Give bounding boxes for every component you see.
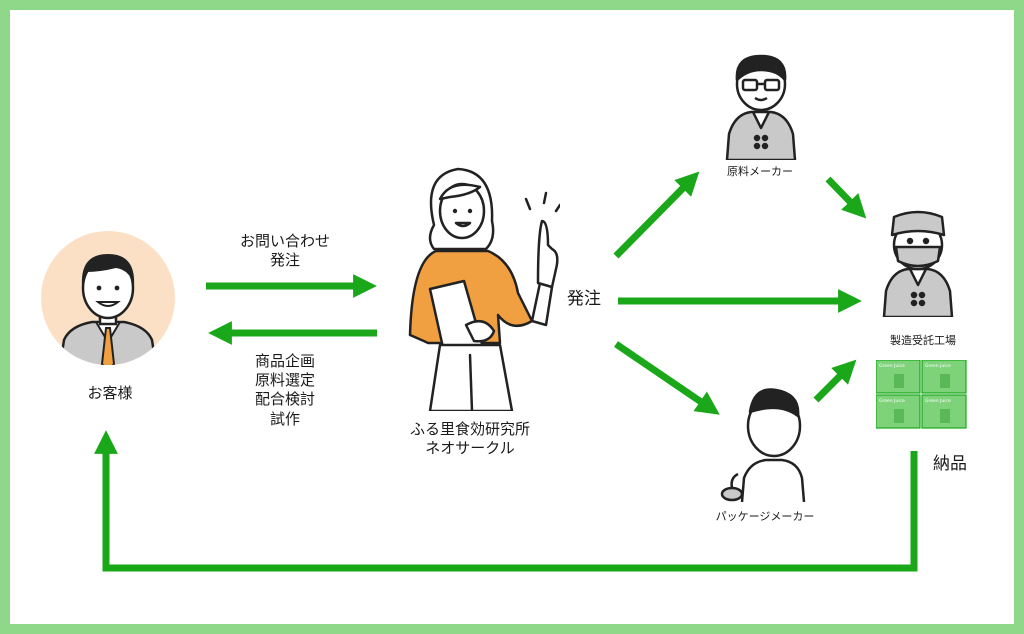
customer-label: お客様	[87, 384, 133, 402]
factory-worker-figure	[882, 210, 954, 317]
inquiry-label-line2: 発注	[269, 251, 300, 270]
lab-staff-figure	[408, 167, 560, 411]
arrow-lab-to-package-maker	[614, 341, 720, 415]
lab-label: ふる里食効研究所 ネオサークル	[380, 420, 560, 458]
inquiry-label: お問い合わせ 発注	[210, 232, 360, 270]
factory-label: 製造受託工場	[890, 334, 956, 347]
flow-arrows	[94, 171, 918, 572]
services-list: 商品企画 原料選定 配合検討 試作	[240, 352, 330, 429]
package-maker-figure	[720, 388, 806, 502]
arrow-package-maker-to-factory	[813, 359, 857, 403]
services-item: 試作	[269, 409, 300, 428]
lab-label-line2: ネオサークル	[425, 439, 515, 458]
package-maker-label: パッケージメーカー	[715, 510, 815, 523]
services-item: 原料選定	[254, 371, 315, 390]
raw-maker-label: 原料メーカー	[727, 165, 793, 178]
services-item: 商品企画	[254, 352, 315, 370]
customer-avatar	[41, 231, 175, 365]
arrow-lab-to-raw-maker	[613, 171, 700, 259]
services-item: 配合検討	[254, 390, 315, 409]
arrow-raw-maker-to-factory	[825, 176, 867, 219]
raw-maker-figure	[725, 54, 797, 160]
order-label: 発注	[567, 289, 601, 309]
product-box-label: Green Juice	[925, 398, 951, 404]
inquiry-label-line1: お問い合わせ	[239, 232, 330, 250]
product-box-label: Green Juice	[879, 363, 905, 369]
product-box-label: Green Juice	[879, 398, 905, 404]
arrow-delivery-to-customer	[94, 430, 918, 572]
lab-label-line1: ふる里食効研究所	[409, 420, 530, 438]
delivery-label: 納品	[933, 454, 967, 474]
green-juice-boxes: Green Juice Green Juice Green Juice Gree…	[876, 360, 967, 429]
product-box-label: Green Juice	[925, 363, 951, 369]
